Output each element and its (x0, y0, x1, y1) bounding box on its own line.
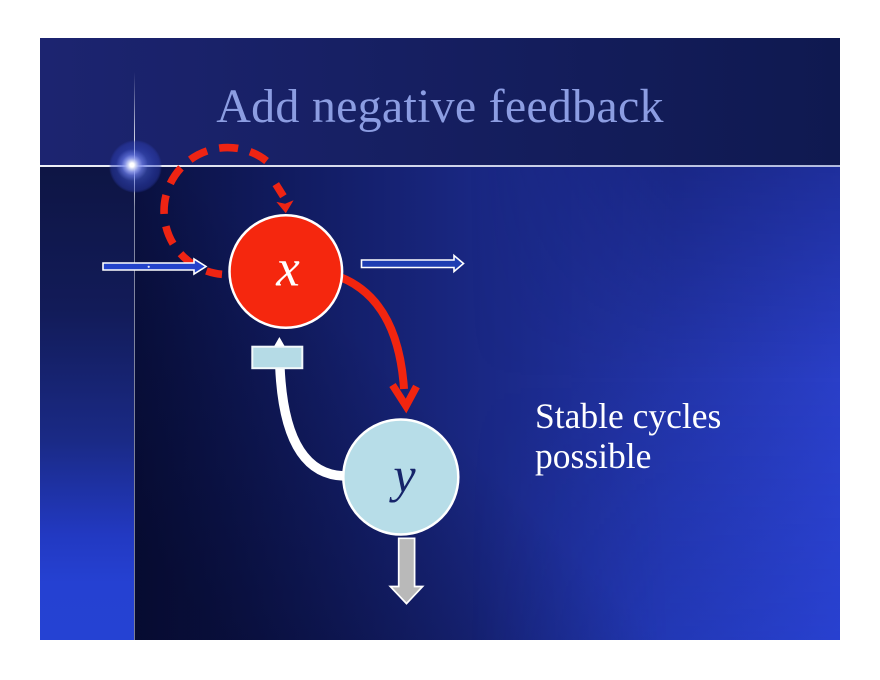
svg-text:y: y (388, 447, 416, 503)
svg-text:x: x (275, 240, 300, 298)
